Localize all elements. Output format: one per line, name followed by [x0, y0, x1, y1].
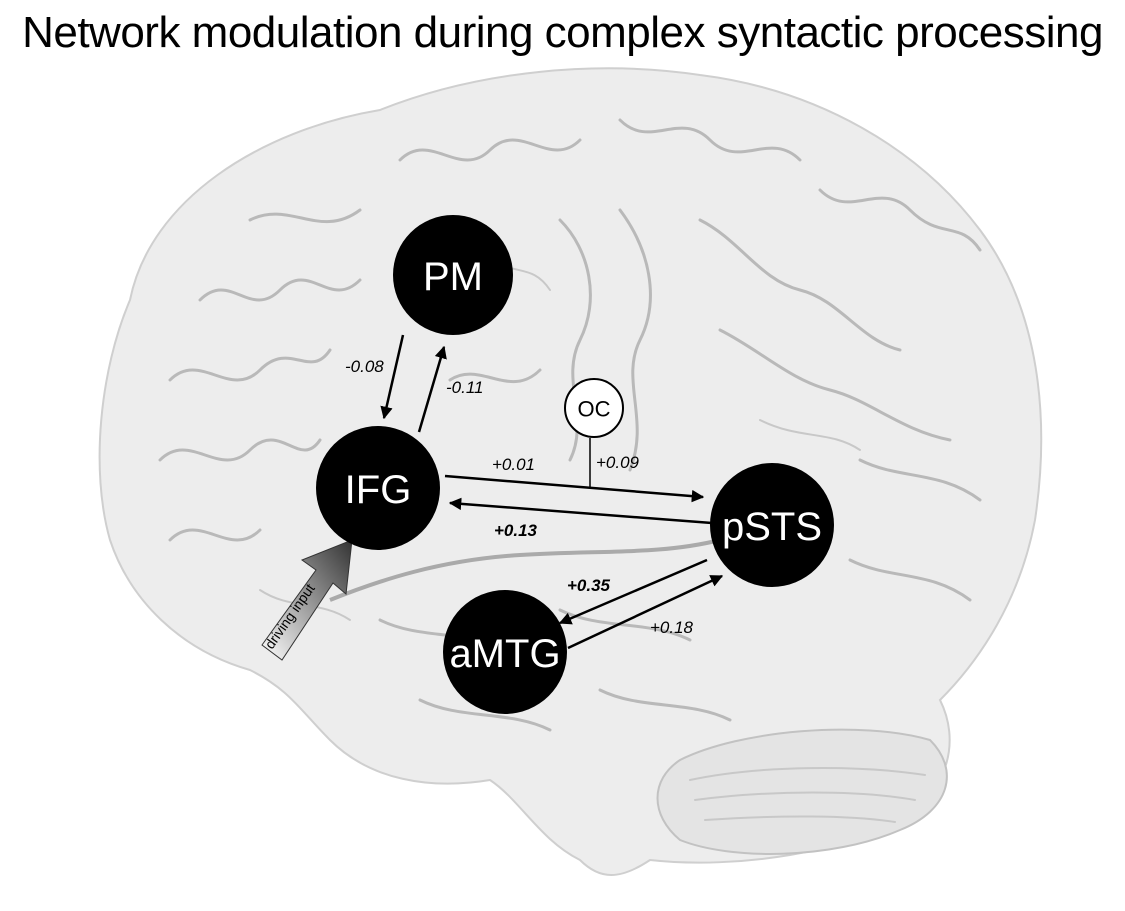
node-ifg-label: IFG [345, 468, 412, 512]
weight-oc-modulation: +0.09 [596, 453, 640, 472]
node-amtg: aMTG [443, 590, 567, 714]
brain-image [98, 67, 1043, 876]
arrow-ifg-to-pm [417, 345, 447, 433]
figure-title: Network modulation during complex syntac… [22, 8, 1103, 57]
arrow-psts-to-ifg [448, 497, 713, 525]
arrow-pm-to-ifg [380, 334, 405, 420]
weight-ifg-to-pm: -0.11 [446, 378, 484, 397]
arrow-amtg-to-psts [567, 574, 724, 650]
weight-ifg-to-psts: +0.01 [492, 455, 535, 474]
node-pm: PM [393, 215, 513, 335]
node-oc: OC [564, 378, 624, 438]
weight-amtg-to-psts: +0.18 [650, 618, 694, 637]
node-ifg: IFG [316, 426, 440, 550]
weight-psts-to-ifg: +0.13 [494, 521, 538, 540]
arrow-psts-to-amtg [558, 558, 708, 625]
node-pm-label: PM [423, 255, 483, 299]
node-oc-label: OC [578, 397, 611, 422]
weight-psts-to-amtg: +0.35 [567, 576, 611, 595]
arrow-ifg-to-psts [444, 474, 705, 503]
node-amtg-label: aMTG [449, 632, 560, 676]
node-psts: pSTS [710, 463, 834, 587]
weight-pm-to-ifg: -0.08 [345, 357, 384, 376]
node-psts-label: pSTS [722, 505, 822, 549]
